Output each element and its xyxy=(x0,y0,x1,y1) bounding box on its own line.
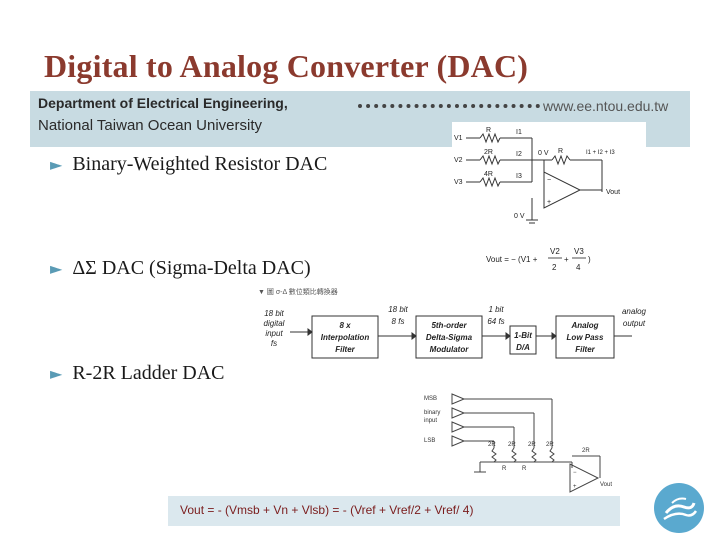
label-r-b: R xyxy=(522,466,527,472)
label-i1: I1 xyxy=(516,129,522,136)
input-label-line4: fs xyxy=(271,339,277,348)
label-lsb: LSB xyxy=(424,438,435,444)
link-label-64fs: 64 fs xyxy=(487,317,504,326)
link-label-8fs: 8 fs xyxy=(392,317,405,326)
label-plus: + xyxy=(573,484,577,490)
label-vout: Vout xyxy=(606,189,620,196)
label-2r-c: 2R xyxy=(528,442,536,448)
vout-equation: Vout = − (V1 + V2 2 + V3 4 ) xyxy=(486,244,598,274)
label-minus: − xyxy=(547,177,551,184)
equation-lhs: Vout = − (V1 + xyxy=(486,255,538,264)
block-interp-line3: Filter xyxy=(335,345,355,354)
bullet-marker-icon: ► xyxy=(50,364,63,383)
label-2r-d: 2R xyxy=(546,442,554,448)
university-name: National Taiwan Ocean University xyxy=(38,117,262,134)
equation-term1-den: 2 xyxy=(552,263,557,272)
link-label-1bit: 1 bit xyxy=(488,305,504,314)
department-name: Department of Electrical Engineering, xyxy=(38,95,288,111)
label-i3: I3 xyxy=(516,173,522,180)
block-modulator-line3: Modulator xyxy=(430,345,470,354)
block-lpf-line3: Filter xyxy=(575,345,595,354)
equation-term2-den: 4 xyxy=(576,263,581,272)
label-msb: MSB xyxy=(424,396,437,402)
bullet-binary-weighted: ► Binary-Weighted Resistor DAC xyxy=(50,153,327,176)
label-feedback-r: R xyxy=(558,148,563,155)
equation-close: ) xyxy=(588,255,591,264)
dotted-divider xyxy=(358,104,540,108)
bullet-sigma-delta: ► ΔΣ DAC (Sigma-Delta DAC) xyxy=(50,257,311,280)
label-vout: Vout xyxy=(600,482,612,488)
label-v1: V1 xyxy=(454,135,463,142)
wave-emblem-icon xyxy=(654,483,704,533)
label-0v-node: 0 V xyxy=(538,150,549,157)
bullet-text: ΔΣ DAC (Sigma-Delta DAC) xyxy=(72,257,311,279)
r2r-ladder-schematic: MSB binary input LSB 2R 2R 2R 2R R R 2R … xyxy=(422,388,618,498)
equation-plus: + xyxy=(564,255,569,264)
label-2r-a: 2R xyxy=(488,442,496,448)
slide-title: Digital to Analog Converter (DAC) xyxy=(44,48,529,84)
bullet-r2r-ladder: ► R-2R Ladder DAC xyxy=(50,362,225,385)
block-modulator-line2: Delta-Sigma xyxy=(426,333,473,342)
label-v3: V3 xyxy=(454,179,463,186)
label-input: input xyxy=(424,418,437,424)
label-plus: + xyxy=(547,199,551,206)
bullet-text: R-2R Ladder DAC xyxy=(72,362,225,384)
bullet-marker-icon: ► xyxy=(50,259,63,278)
block-lpf-line2: Low Pass xyxy=(567,333,604,342)
output-label-line1: analog xyxy=(622,307,647,316)
binary-weighted-dac-schematic: V1 V2 V3 R 2R 4R I1 I2 I3 0 V R I1 + I2 … xyxy=(452,122,646,234)
label-r: R xyxy=(486,127,491,134)
sigma-delta-block-diagram: ▼ 圖 σ-Δ 數位類比轉換器 18 bit digital input fs … xyxy=(252,284,650,368)
bullet-text: Binary-Weighted Resistor DAC xyxy=(72,153,328,175)
equation-term1-num: V2 xyxy=(550,247,560,256)
block-interp-line2: Interpolation xyxy=(321,333,370,342)
label-2r: 2R xyxy=(484,149,493,156)
bullet-marker-icon: ► xyxy=(50,155,63,174)
input-label-line1: 18 bit xyxy=(264,309,284,318)
website-url: www.ee.ntou.edu.tw xyxy=(543,98,669,114)
block-da-line2: D/A xyxy=(516,343,530,352)
label-binary: binary xyxy=(424,410,440,416)
block-interp-line1: 8 x xyxy=(339,321,351,330)
output-label-line2: output xyxy=(623,319,646,328)
label-v2: V2 xyxy=(454,157,463,164)
label-current-sum: I1 + I2 + I3 xyxy=(586,150,615,156)
block-da-line1: 1-Bit xyxy=(514,331,532,340)
label-4r: 4R xyxy=(484,171,493,178)
label-0v-ground: 0 V xyxy=(514,213,525,220)
input-label-line3: input xyxy=(265,329,283,338)
diagram-caption: ▼ 圖 σ-Δ 數位類比轉換器 xyxy=(258,287,338,296)
link-label-18bit: 18 bit xyxy=(388,305,408,314)
label-r-a: R xyxy=(502,466,507,472)
block-lpf-line1: Analog xyxy=(570,321,598,330)
label-2r-b: 2R xyxy=(508,442,516,448)
r2r-formula: Vout = - (Vmsb + Vn + Vlsb) = - (Vref + … xyxy=(180,503,474,517)
formula-band xyxy=(168,496,620,526)
label-2r-feedback: 2R xyxy=(582,448,590,454)
label-minus: − xyxy=(573,470,577,476)
block-modulator-line1: 5th-order xyxy=(431,321,467,330)
label-i2: I2 xyxy=(516,151,522,158)
equation-term2-num: V3 xyxy=(574,247,584,256)
input-label-line2: digital xyxy=(264,319,285,328)
